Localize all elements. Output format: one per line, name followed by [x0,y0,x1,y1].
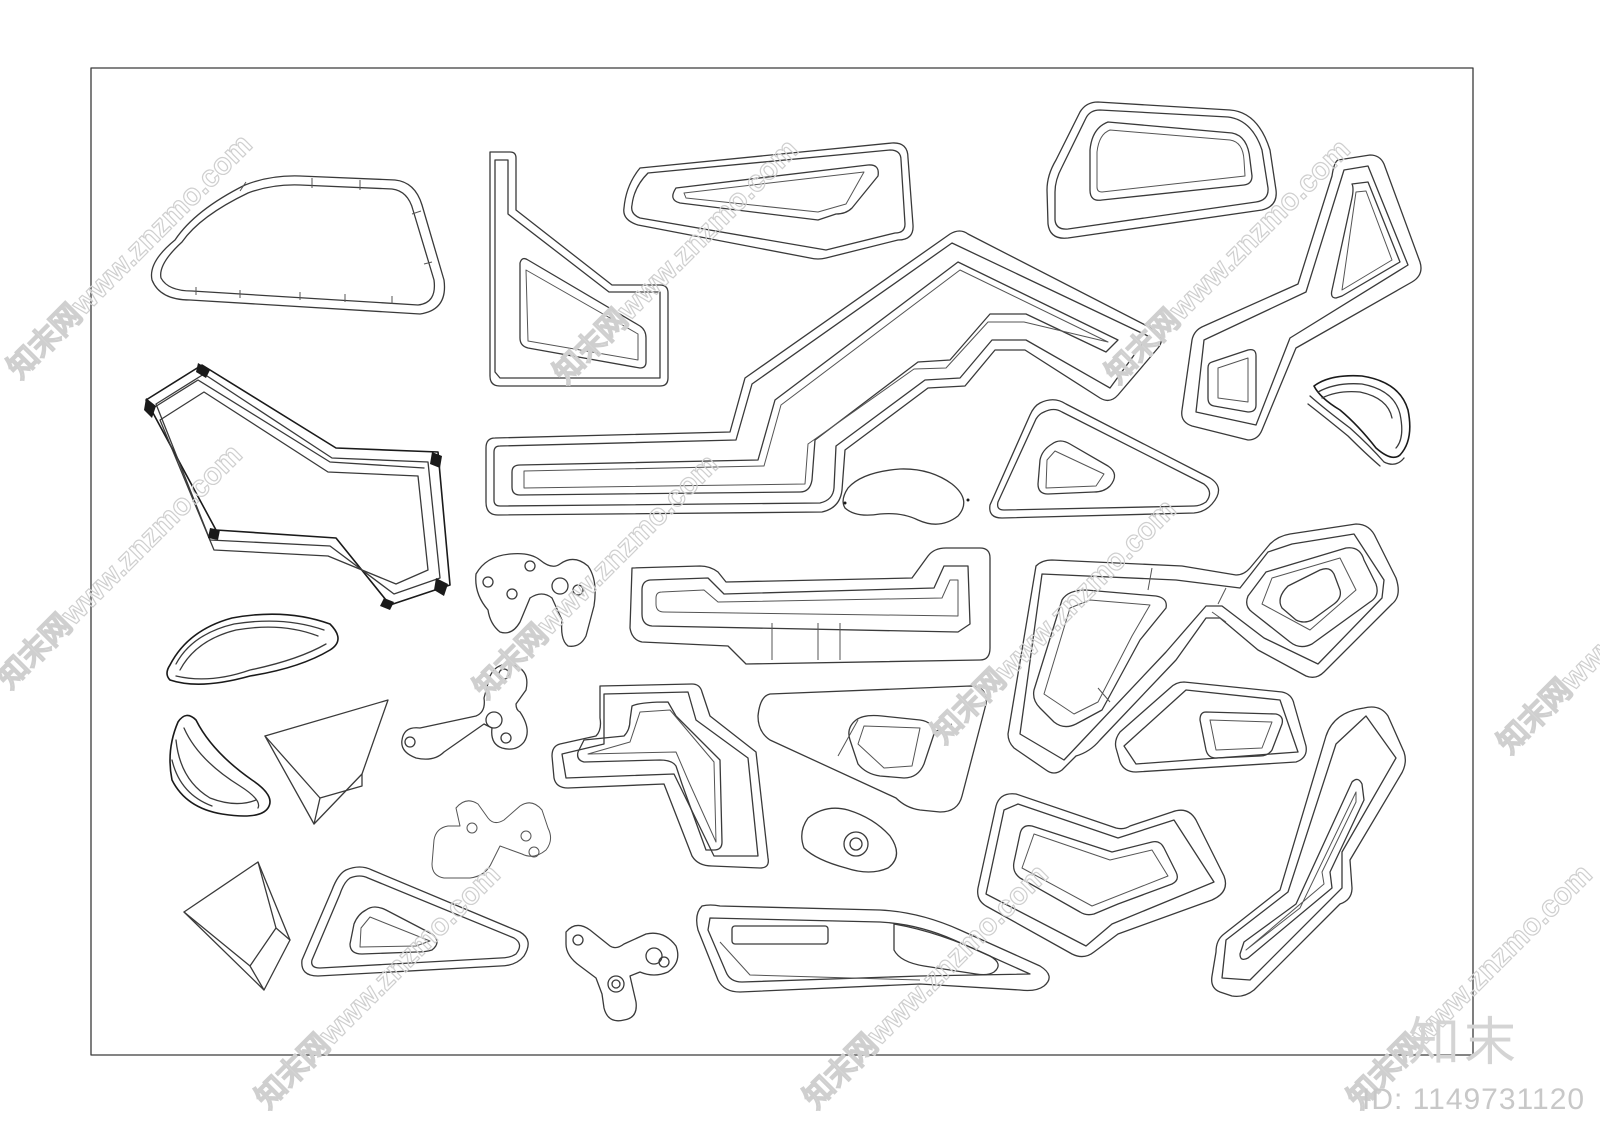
shape-triangle-ring-mid [989,399,1220,519]
svg-text:知末网www.znzmo.com: 知末网www.znzmo.com [798,858,1055,1115]
svg-text:知末网www.znzmo.com: 知末网www.znzmo.com [0,438,249,695]
brand-logo-text: 知末 [1408,1013,1521,1073]
shape-puzzle-light [431,800,552,879]
shape-prism-upper [264,699,389,825]
shape-arm-bracket [551,683,769,869]
svg-text:知末网www.znzmo.com: 知末网www.znzmo.com [1100,133,1357,390]
svg-text:知末网www.znzmo.com: 知末网www.znzmo.com [1342,858,1599,1115]
shape-tall-bracket [489,151,669,387]
shape-triangle-ring-bottom [301,866,529,977]
svg-text:知末网www.znzmo.com: 知末网www.znzmo.com [468,448,725,705]
svg-text:知末网www.znzmo.com: 知末网www.znzmo.com [1492,503,1600,760]
shape-diagonal-strip [1211,706,1406,998]
shape-twisted-loop-left [166,613,339,685]
shape-double-ring-right [1007,523,1399,774]
shape-rounded-wedge [1046,101,1277,239]
svg-text:知末网www.znzmo.com: 知末网www.znzmo.com [250,858,507,1115]
shape-twisted-loop-right[interactable] [1307,374,1411,467]
shape-skewed-ring [623,142,914,260]
shape-blade-piece [696,904,1050,993]
shape-trilobe-upper [401,663,528,760]
svg-text:知末网www.znzmo.com: 知末网www.znzmo.com [548,133,805,390]
shape-trilobe-lower [565,924,679,1022]
drawing-frame [90,67,1474,1056]
shape-chevron-bottom [977,793,1227,958]
shape-grip-bar [629,547,991,665]
shape-kidney-blob [842,468,970,525]
shape-kidney-hole [801,807,898,873]
shape-prism-lower [183,861,291,991]
shape-heavy-zigzag-left [144,363,451,610]
shape-long-zigzag [485,230,1162,516]
asset-id-label: ID: 1149731120 [1362,1083,1586,1116]
shape-twisted-loop-small [169,714,271,817]
shape-hook-holes [475,552,596,647]
shape-trapezoid-track [150,175,446,315]
shape-zigzag-right [1181,154,1422,441]
svg-text:知末网www.znzmo.com: 知末网www.znzmo.com [2,128,259,385]
shape-slanted-ring-center [757,685,987,813]
shape-hexagon-ring [1114,681,1307,773]
